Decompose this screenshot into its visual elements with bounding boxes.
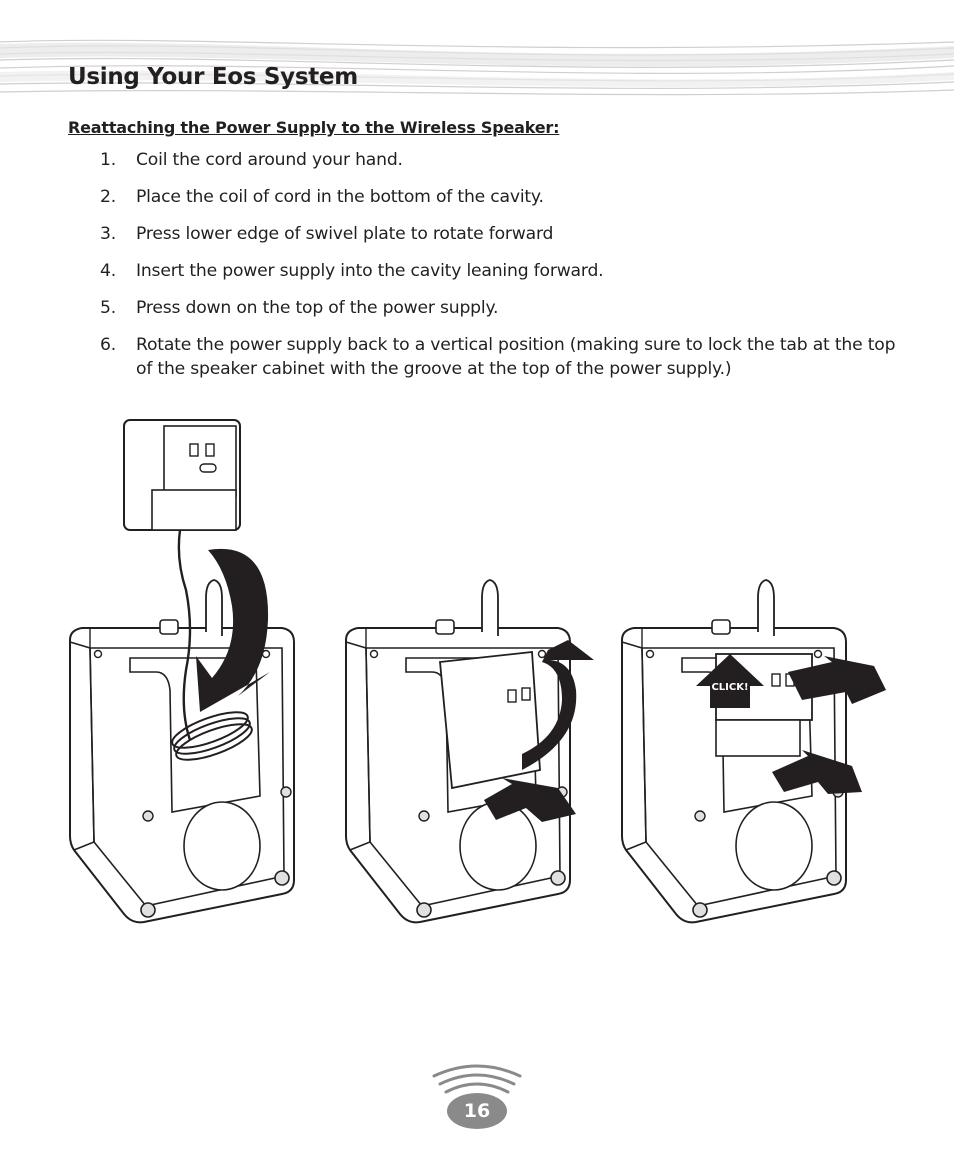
list-item: 5. Press down on the top of the power sup… [100,296,900,320]
reattach-illustration: CLICK! [69,419,886,924]
step-text: Press down on the top of the power suppl… [136,298,499,318]
push-arrow-icon [484,778,576,822]
list-item: 3. Press lower edge of swivel plate to ro… [100,222,900,246]
header-swoosh [0,39,954,96]
list-item: 1. Coil the cord around your hand. [100,148,900,172]
click-label: CLICK! [711,682,748,693]
step-text: Insert the power supply into the cavity … [136,261,604,281]
step-text: Place the coil of cord in the bottom of … [136,187,544,207]
down-arrow-icon [196,548,270,712]
step-number: 2. [100,187,116,207]
step-number: 4. [100,261,116,281]
instruction-steps: 1. Coil the cord around your hand. 2. Plac… [100,148,900,394]
rotate-arrow-icon [522,640,594,770]
page-title: Using Your Eos System [68,64,358,90]
list-item: 2. Place the coil of cord in the bottom o… [100,185,900,209]
step-text: Coil the cord around your hand. [136,150,403,170]
step-text: Press lower edge of swivel plate to rota… [136,224,554,244]
step-number: 5. [100,298,116,318]
push-arrow-icon [772,750,862,794]
page-number: 16 [463,1100,491,1122]
push-arrow-icon [788,656,886,704]
click-arrow-icon [696,654,764,708]
step-panel-coil [69,419,295,924]
step-text: Rotate the power supply back to a vertic… [136,335,896,379]
step-number: 3. [100,224,116,244]
list-item: 6. Rotate the power supply back to a vert… [100,333,900,381]
step-number: 1. [100,150,116,170]
section-heading: Reattaching the Power Supply to the Wire… [68,118,560,137]
list-item: 4. Insert the power supply into the cavit… [100,259,900,283]
step-number: 6. [100,335,116,355]
step-panel-rotate [345,579,594,924]
wireless-icon [432,1064,522,1129]
step-panel-lock: CLICK! [621,579,886,924]
